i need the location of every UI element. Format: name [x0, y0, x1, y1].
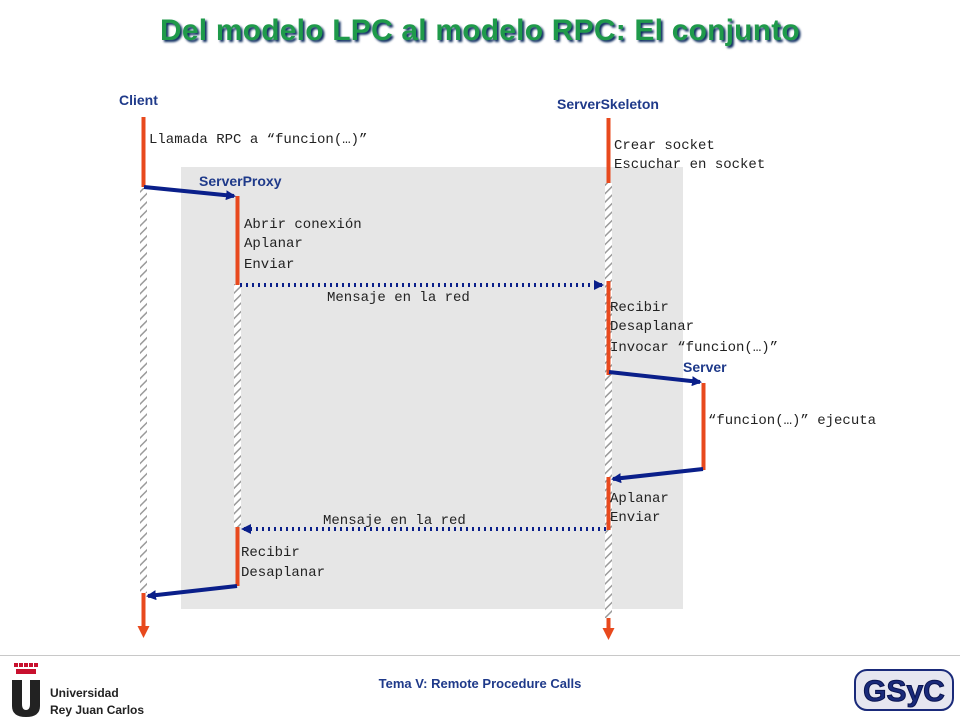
gsyc-logo-text: GSyC: [863, 675, 945, 708]
proxy-lifeline: [234, 284, 241, 527]
middleware-panel: [181, 167, 683, 609]
note-skeleton-init-2: Escuchar en socket: [614, 157, 765, 173]
note-client-call: Llamada RPC a “funcion(…)”: [149, 132, 367, 148]
note-proxy-send-2: Aplanar: [244, 236, 303, 252]
note-network-msg-1: Mensaje en la red: [327, 290, 470, 306]
note-skeleton-recv-1: Recibir: [610, 300, 669, 316]
note-skeleton-reply-1: Aplanar: [610, 491, 669, 507]
sequence-diagram: Client ServerSkeleton ServerProxy Server…: [119, 92, 876, 640]
note-proxy-send-3: Enviar: [244, 257, 294, 273]
university-logo: [12, 663, 40, 717]
slide-title: Del modelo LPC al modelo RPC: El conjunt…: [160, 14, 800, 47]
arrow-proxy-to-client: [146, 584, 238, 601]
note-network-msg-2: Mensaje en la red: [323, 513, 466, 529]
note-proxy-send-1: Abrir conexión: [244, 217, 362, 233]
actor-server: Server: [683, 359, 727, 375]
note-skeleton-reply-2: Enviar: [610, 510, 660, 526]
footer-divider: [0, 655, 960, 656]
university-line-2: Rey Juan Carlos: [50, 703, 145, 717]
actor-server-skeleton: ServerSkeleton: [557, 96, 659, 112]
university-line-1: Universidad: [50, 686, 119, 700]
arrow-client-to-proxy: [143, 185, 236, 201]
client-lifeline: [140, 188, 147, 593]
actor-client: Client: [119, 92, 158, 108]
arrow-skeleton-to-server: [608, 370, 702, 387]
note-server-exec: “funcion(…)” ejecuta: [708, 413, 876, 429]
note-skeleton-init-1: Crear socket: [614, 138, 715, 154]
actor-server-proxy: ServerProxy: [199, 173, 282, 189]
note-skeleton-recv-3: Invocar “funcion(…)”: [610, 340, 778, 356]
gsyc-logo: GSyC: [854, 669, 954, 711]
university-name: Universidad Rey Juan Carlos: [50, 685, 144, 719]
note-proxy-recv-1: Recibir: [241, 545, 300, 561]
arrow-server-to-skeleton: [611, 467, 704, 484]
note-skeleton-recv-2: Desaplanar: [610, 319, 694, 335]
footer-topic: Tema V: Remote Procedure Calls: [378, 676, 582, 691]
skeleton-lifeline: [605, 183, 612, 618]
note-proxy-recv-2: Desaplanar: [241, 565, 325, 581]
